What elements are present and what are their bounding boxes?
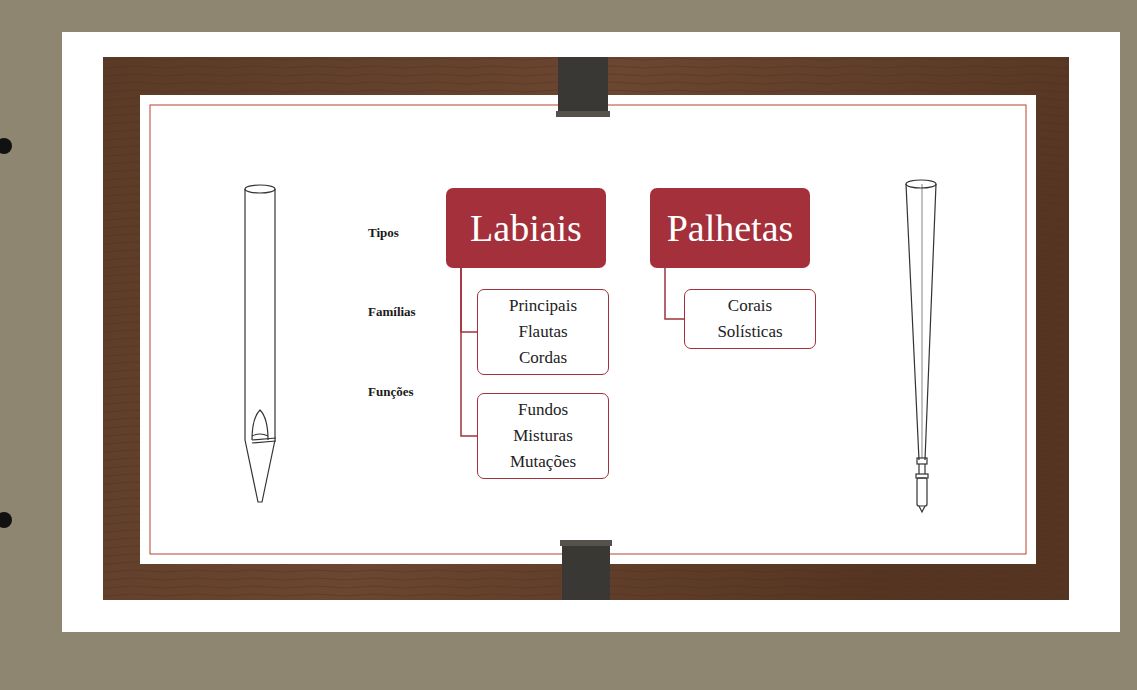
node-text: Mutações	[494, 449, 592, 475]
connector	[665, 268, 684, 319]
pipe-body	[274, 189, 275, 440]
resonator	[925, 184, 936, 460]
row-label: Funções	[368, 384, 414, 400]
wood-grain	[103, 57, 1069, 600]
family-box: PrincipaisFlautasCordas	[477, 289, 609, 375]
node-text: Corais	[701, 293, 799, 319]
pipe-foot	[245, 440, 275, 502]
connector	[461, 268, 477, 436]
row-label: Famílias	[368, 304, 416, 320]
card-border	[150, 105, 1026, 554]
node-text: Palhetas	[664, 206, 796, 250]
node-text: Flautas	[494, 319, 592, 345]
tuning-wire	[924, 464, 925, 474]
paper-sheet	[62, 32, 1120, 632]
row-label: Tipos	[368, 225, 399, 241]
flue-pipe	[245, 185, 276, 502]
clip	[560, 540, 612, 546]
clip	[556, 111, 610, 117]
resonator	[922, 184, 923, 458]
node-text: Labiais	[460, 206, 592, 250]
reed-pipe	[906, 180, 936, 512]
connector	[461, 268, 477, 332]
resonator	[906, 184, 919, 460]
boot-tip	[919, 506, 925, 512]
pipe-top	[245, 185, 275, 193]
wood-frame	[103, 57, 1069, 600]
pipe-mouth	[252, 434, 268, 436]
clip	[558, 57, 608, 115]
clip	[562, 542, 610, 600]
node-text: Solísticas	[701, 319, 799, 345]
boot	[917, 478, 927, 506]
tuning-wire	[918, 464, 919, 474]
node-text: Fundos	[494, 397, 592, 423]
pipe-mouth	[252, 410, 268, 440]
node-text: Principais	[494, 293, 592, 319]
node-text: Misturas	[494, 423, 592, 449]
pipe-top	[906, 180, 936, 188]
pipe-lip	[252, 441, 276, 443]
function-box: FundosMisturasMutações	[477, 393, 609, 479]
node-text: Cordas	[494, 345, 592, 371]
type-box: Palhetas	[650, 188, 810, 268]
family-box: CoraisSolísticas	[684, 289, 816, 349]
pipe-body	[244, 189, 245, 440]
block	[917, 458, 927, 464]
type-box: Labiais	[446, 188, 606, 268]
punch-hole	[0, 138, 12, 154]
punch-hole	[0, 512, 12, 528]
pipe-lip	[252, 438, 276, 440]
card	[140, 95, 1036, 564]
